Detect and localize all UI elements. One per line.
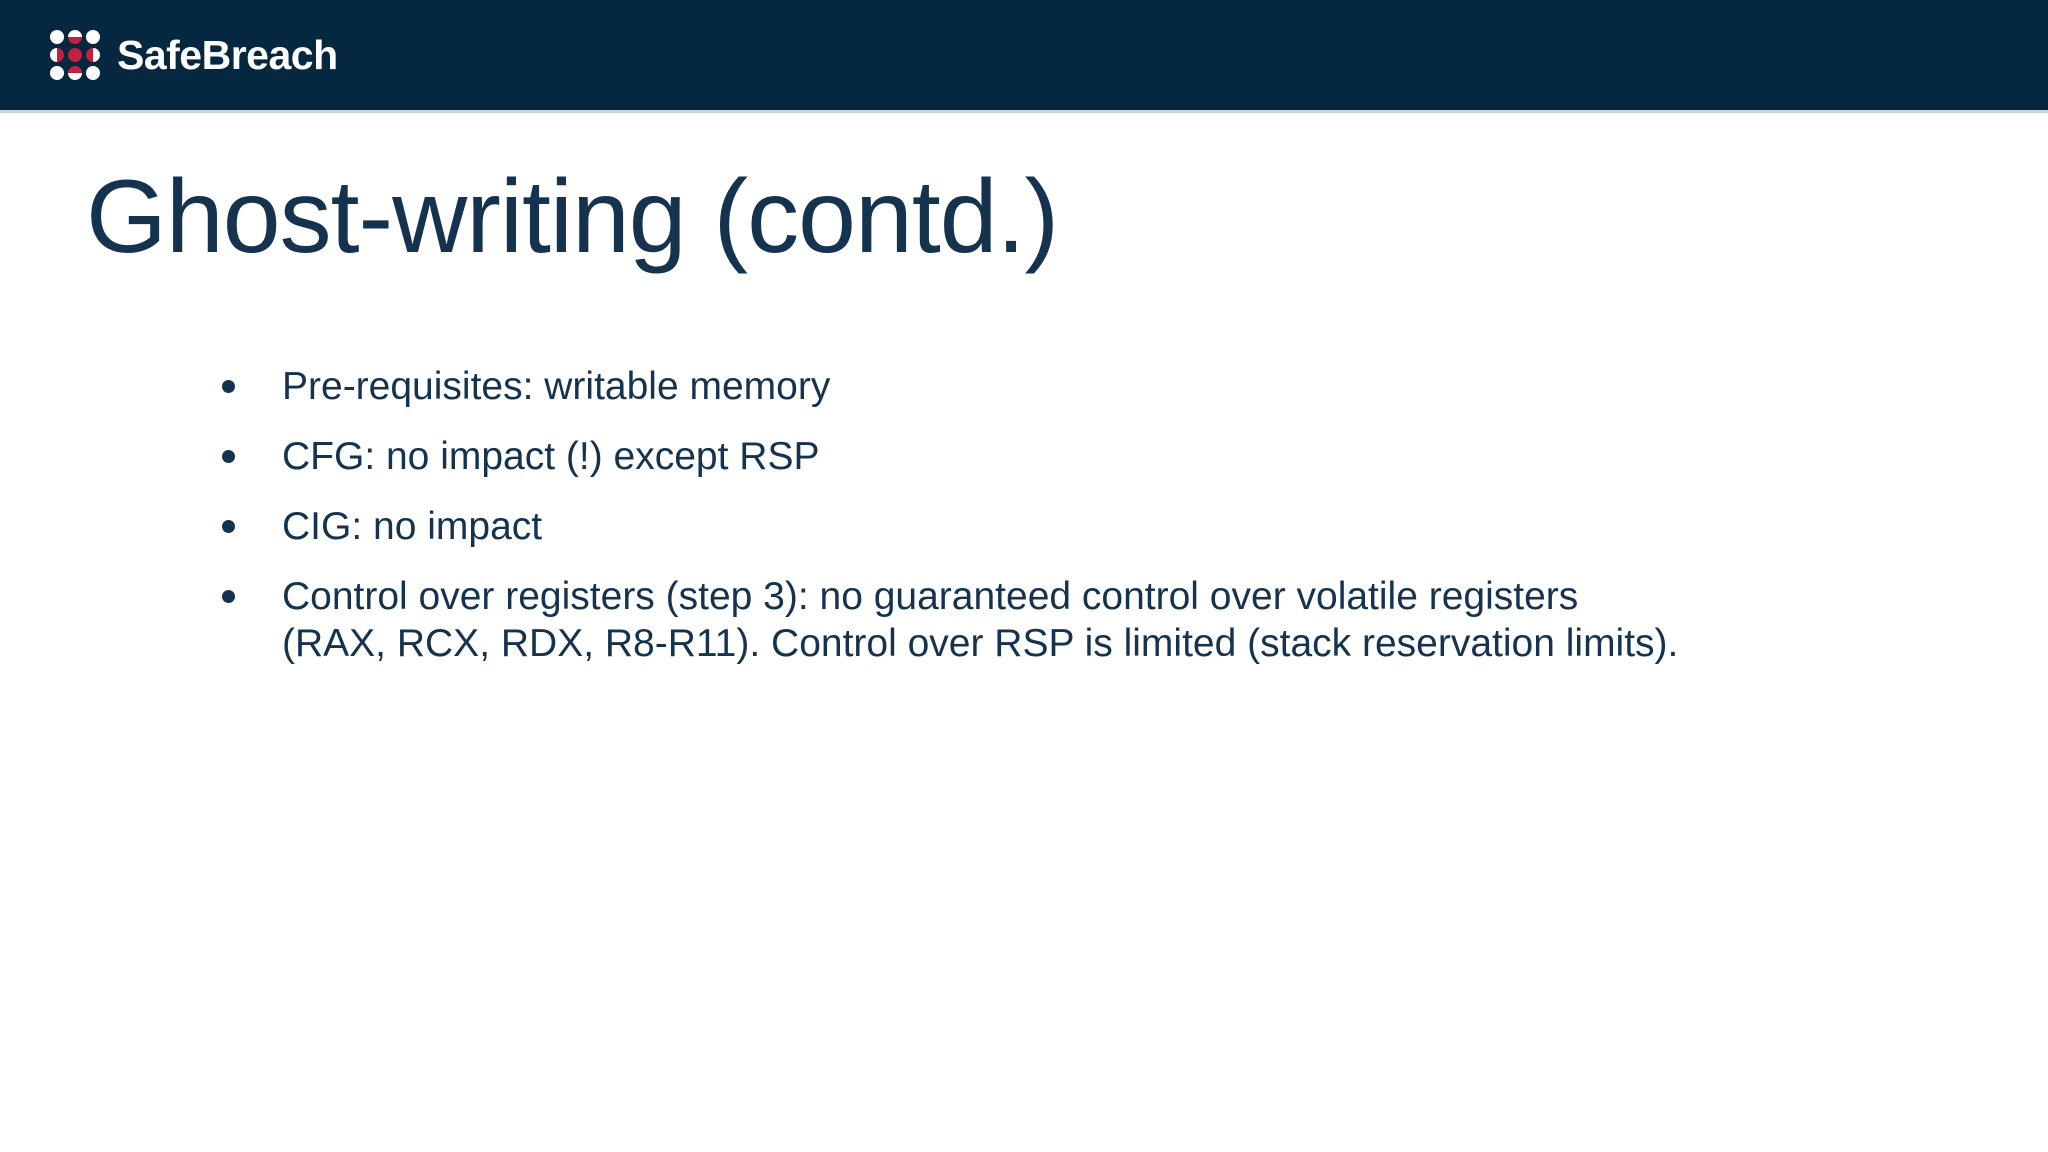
slide-title: Ghost-writing (contd.) (86, 159, 1059, 275)
brand: SafeBreach (50, 30, 338, 80)
slide-body: Ghost-writing (contd.) Pre-requisites: w… (0, 113, 2048, 1152)
logo-dot (50, 30, 64, 44)
logo-dot (50, 48, 64, 62)
logo-dot (68, 30, 82, 44)
bullet-item: Pre-requisites: writable memory (220, 363, 1920, 410)
logo-dot (86, 30, 100, 44)
bullet-item: Control over registers (step 3): no guar… (220, 573, 1920, 667)
bullet-list: Pre-requisites: writable memory CFG: no … (220, 363, 2048, 667)
bullet-item: CIG: no impact (220, 503, 1920, 550)
safebreach-logo-icon (50, 30, 100, 80)
logo-dot (50, 66, 64, 80)
brand-name: SafeBreach (117, 31, 338, 78)
bullet-item: CFG: no impact (!) except RSP (220, 433, 1920, 480)
bullet-text: CIG: no impact (282, 504, 543, 548)
bullet-text: Pre-requisites: writable memory (282, 364, 831, 408)
logo-dot (68, 48, 82, 62)
bullet-text: Control over registers (step 3): no guar… (282, 574, 1679, 665)
header-bar: SafeBreach (0, 0, 2048, 113)
logo-dot (68, 66, 82, 80)
logo-dot (86, 66, 100, 80)
logo-dot (86, 48, 100, 62)
bullet-text: CFG: no impact (!) except RSP (282, 434, 820, 478)
